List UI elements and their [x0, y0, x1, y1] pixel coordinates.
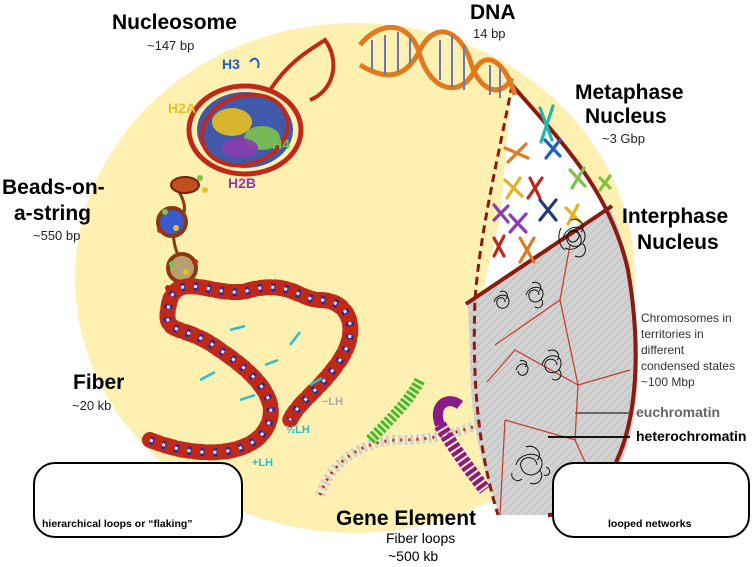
h3-label: H3 [222, 56, 240, 72]
metaphase-title-line2: Nucleus [585, 105, 667, 128]
beads-size: ~550 bp [33, 228, 81, 243]
metaphase-size: ~3 Gbp [602, 131, 646, 146]
h2b-label: H2B [228, 175, 257, 191]
fiber-title: Fiber [73, 371, 125, 394]
legend-box-left [33, 462, 243, 538]
territory-note-line-3: different [641, 343, 685, 357]
metaphase-interphase-divider [464, 204, 614, 306]
beads-title-line2: a-string [14, 202, 92, 225]
interphase-title-line2: Nucleus [637, 231, 719, 254]
metaphase-chromosomes [492, 104, 612, 264]
territory-note-line-5: ~100 Mbp [641, 375, 695, 389]
legend-right-caption: looped networks [608, 518, 692, 530]
half-lh-label: ½LH [286, 424, 310, 436]
nucleosome-title: Nucleosome [112, 11, 237, 34]
h4-label: H4 [272, 136, 290, 152]
metaphase-dashed-border [472, 84, 514, 516]
legend-box-right [552, 462, 750, 538]
territory-note: Chromosomes in territories in different … [641, 310, 735, 390]
gene-element-title: Gene Element [336, 507, 477, 530]
fiber-graphic [142, 278, 359, 461]
legend-left-caption: hierarchical loops or “flaking” [42, 518, 193, 530]
interphase-title-line1: Interphase [622, 205, 729, 228]
nucleosome-graphic [186, 37, 336, 177]
minus-lh-label: −LH [322, 396, 344, 408]
gene-element-graphic [315, 377, 491, 497]
territory-note-line-2: territories in [641, 327, 704, 341]
heterochromatin-label: heterochromatin [636, 428, 747, 444]
dna-helix-graphic [358, 25, 518, 98]
heterochromatin-clusters [493, 218, 586, 485]
metaphase-title-line1: Metaphase [575, 81, 684, 104]
euchromatin-label: euchromatin [636, 404, 721, 420]
territory-note-line-1: Chromosomes in [641, 311, 732, 325]
nucleosome-size: ~147 bp [147, 38, 195, 53]
gene-element-subtitle: Fiber loops [386, 530, 456, 546]
plus-lh-label: +LH [252, 457, 274, 469]
dna-title: DNA [470, 1, 516, 24]
gene-element-size: ~500 kb [388, 548, 439, 564]
dna-size: 14 bp [473, 26, 506, 41]
fiber-size: ~20 kb [72, 398, 112, 413]
beads-title-line1: Beads-on- [2, 176, 105, 199]
h2a-label: H2A [168, 100, 197, 116]
territory-note-line-4: condensed states [641, 359, 736, 373]
